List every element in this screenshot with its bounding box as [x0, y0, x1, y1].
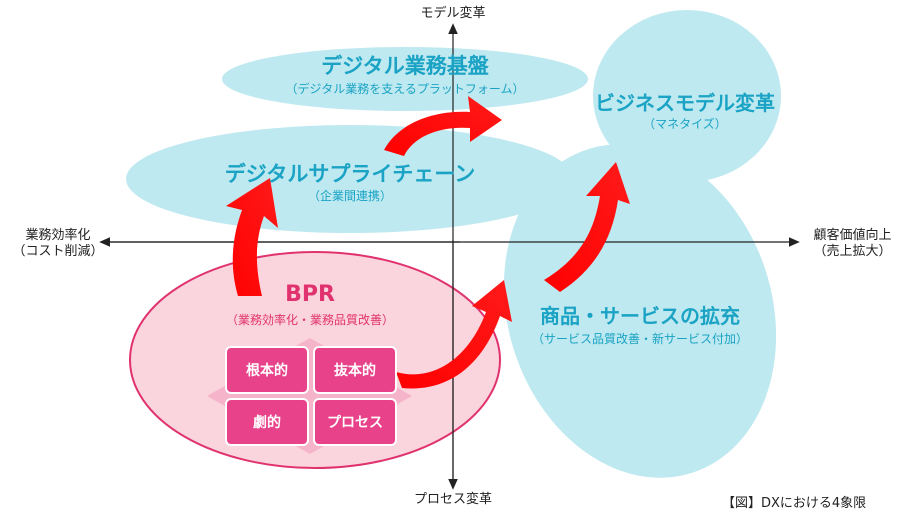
business-model-title: ビジネスモデル変革: [595, 91, 775, 115]
business-model-subtitle: （マネタイズ）: [643, 117, 727, 131]
bpr-box-drastic: 抜本的: [313, 346, 397, 394]
axis-right-line1: 顧客価値向上: [813, 228, 892, 243]
figure-caption: 【図】DXにおける4象限: [722, 496, 867, 511]
bpr-title: BPR: [285, 282, 335, 307]
axis-left-label: 業務効率化 （コスト削減）: [8, 228, 108, 260]
supply-chain-subtitle: （企業間連携）: [307, 189, 392, 203]
arrow-supply-chain-to-platform: [384, 96, 502, 156]
axis-right-label: 顧客価値向上 （売上拡大）: [800, 228, 905, 260]
axis-bottom-label: プロセス変革: [413, 492, 492, 507]
bpr-box-fundamental: 根本的: [225, 346, 309, 394]
bpr-box-process: プロセス: [313, 398, 397, 446]
arrow-bpr-to-products: [396, 280, 512, 389]
arrow-bpr-to-supply-chain: [226, 178, 278, 296]
products-title: 商品・サービスの拡充: [540, 304, 740, 328]
arrow-products-to-business-model: [544, 162, 630, 292]
bpr-box-dramatic: 劇的: [225, 398, 309, 446]
axis-left-line2: （コスト削減）: [12, 244, 104, 259]
platform-ellipse: [222, 47, 588, 111]
products-ellipse: [503, 144, 777, 478]
platform-subtitle: （デジタル業務を支えるプラットフォーム）: [285, 82, 525, 96]
platform-title: デジタル業務基盤: [321, 54, 489, 78]
products-subtitle: （サービス品質改善・新サービス付加）: [531, 332, 748, 346]
axis-top-label: モデル変革: [420, 6, 486, 21]
axis-right-line2: （売上拡大）: [813, 244, 892, 259]
business-model-ellipse: [593, 10, 781, 182]
axis-left-line1: 業務効率化: [25, 228, 91, 243]
bpr-subtitle: （業務効率化・業務品質改善）: [225, 313, 394, 327]
supply-chain-title: デジタルサプライチェーン: [224, 162, 476, 186]
